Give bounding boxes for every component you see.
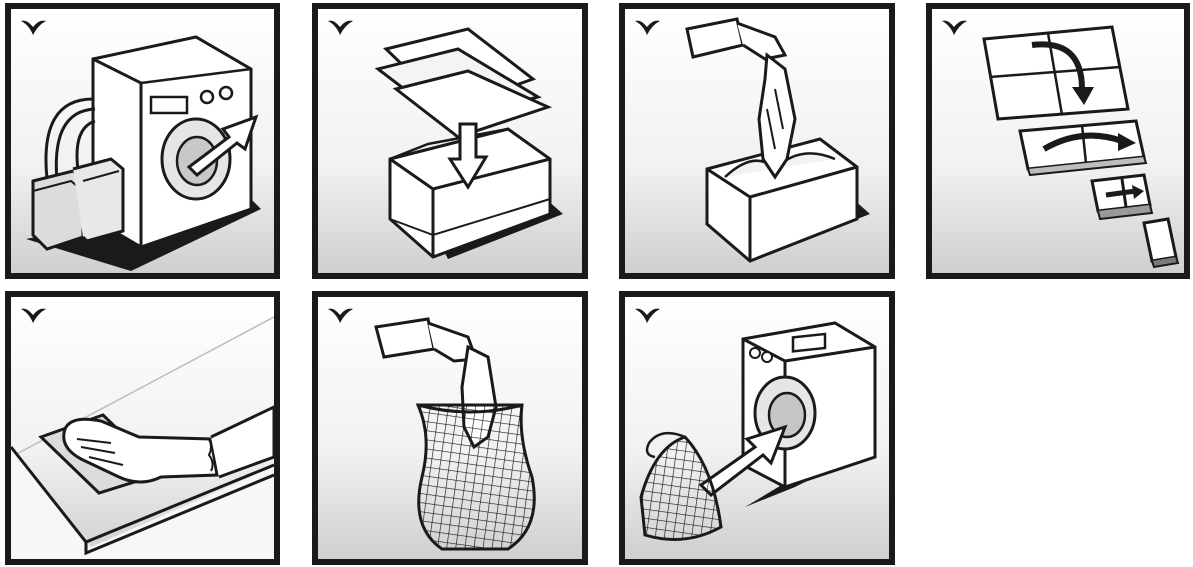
folding-steps-icon — [932, 9, 1184, 273]
fold-into-box-icon — [318, 9, 582, 273]
panel-fold-into-box — [312, 3, 588, 279]
panel-folding-steps — [926, 3, 1190, 279]
cloth-into-box-icon — [625, 9, 889, 273]
panel-cloth-into-box — [619, 3, 895, 279]
mesh-bag-into-washer-icon — [625, 297, 889, 559]
panel-wipe-surface — [5, 291, 280, 565]
panel-cloth-into-mesh-bag — [312, 291, 588, 565]
panel-mesh-bag-into-washer — [619, 291, 895, 565]
washing-machine-with-detergent-icon — [11, 9, 274, 273]
wipe-surface-icon — [11, 297, 274, 559]
cloth-into-mesh-bag-icon — [318, 297, 582, 559]
panel-washing-machine — [5, 3, 280, 279]
